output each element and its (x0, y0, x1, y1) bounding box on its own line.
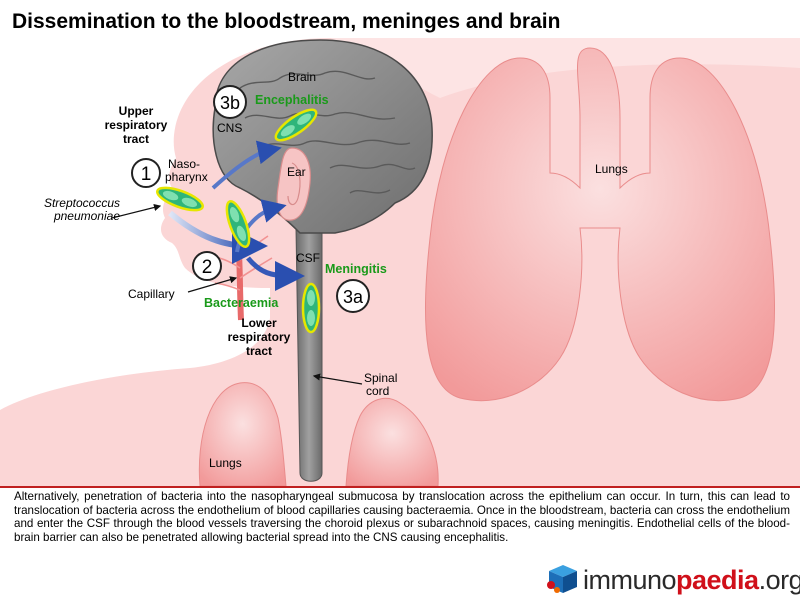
step-3a-text: 3a (343, 287, 364, 307)
label-lower-respiratory-tract: Lower respiratory tract (227, 316, 291, 358)
step-markers: 1 2 3a 3b (131, 85, 370, 313)
label-streptococcus-line2: pneumoniae (53, 209, 120, 223)
separator-line (0, 486, 800, 488)
logo-text-part1: immuno (583, 565, 677, 595)
logo-cube-icon (547, 565, 577, 593)
step-1-text: 1 (141, 164, 152, 185)
label-ear: Ear (287, 165, 306, 179)
label-brain: Brain (288, 70, 317, 84)
step-3a-marker (336, 279, 370, 313)
caption-paragraph: Alternatively, penetration of bacteria i… (14, 490, 790, 544)
label-meningitis: Meningitis (325, 262, 387, 276)
label-lungs-bottom: Lungs (209, 456, 242, 470)
label-nasopharynx-line2: pharynx (165, 170, 208, 184)
diagram-title: Dissemination to the bloodstream, mening… (12, 10, 561, 33)
logo-text: immunopaedia.org (583, 565, 800, 596)
label-bacteraemia: Bacteraemia (204, 296, 279, 310)
step-1-marker (131, 158, 161, 188)
label-spinal-cord-line2: cord (366, 384, 390, 398)
anatomy-diagram: 1 2 3a 3b (0, 38, 800, 486)
label-csf: CSF (296, 251, 320, 265)
label-capillary: Capillary (128, 287, 175, 301)
label-nasopharynx-line1: Naso- (168, 157, 201, 171)
bacteria-group (156, 108, 321, 334)
label-upper-respiratory-tract: Upper respiratory tract (104, 104, 168, 146)
label-encephalitis: Encephalitis (255, 93, 329, 107)
lungs-bottom-graphic (198, 382, 439, 486)
step-2-text: 2 (202, 257, 213, 278)
logo-text-part3: .org (758, 565, 800, 595)
pointer-lines (111, 203, 363, 385)
label-spinal-cord-line1: Spinal (364, 371, 398, 385)
logo-text-part2: paedia (676, 565, 759, 595)
label-lungs-right: Lungs (595, 162, 628, 176)
lungs-right-graphic (424, 47, 776, 402)
immunopaedia-logo[interactable]: immunopaedia.org (545, 563, 800, 597)
step-3b-marker (213, 85, 247, 119)
step-2-marker (192, 251, 222, 281)
label-streptococcus-line1: Streptococcus (43, 196, 120, 210)
step-3b-text: 3b (220, 93, 240, 113)
label-cns: CNS (217, 121, 243, 135)
